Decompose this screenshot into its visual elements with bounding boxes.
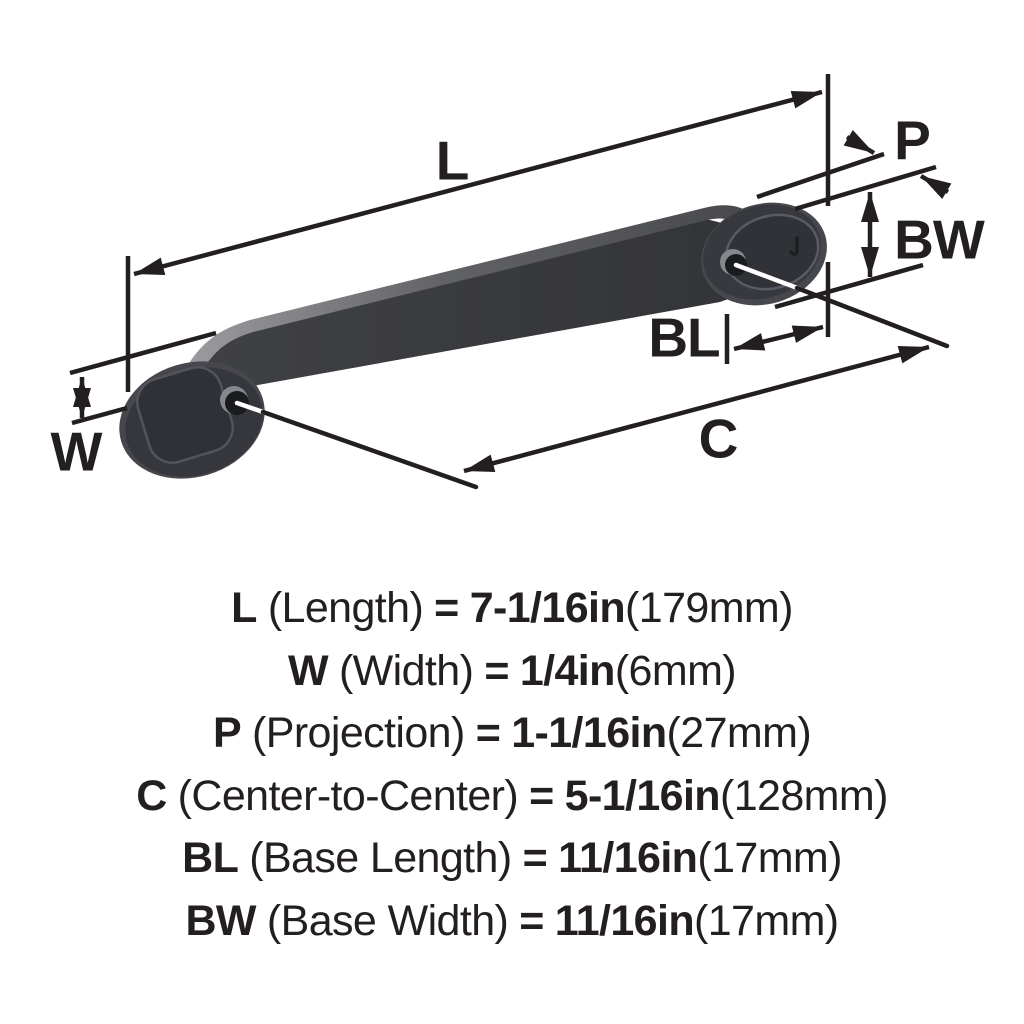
label-width: W [50,420,103,483]
legend-name: (Base Width) [266,896,509,945]
legend-abbr: L [231,584,257,632]
legend-row-width: W(Width)=1/4in(6mm) [0,640,1024,703]
legend-value: 11/16in [558,834,698,882]
equals-sign: = [529,771,554,820]
p-arrow-upper [843,129,876,155]
equals-sign: = [522,834,548,882]
legend-value: 5-1/16in [564,771,721,820]
legend-metric: (17mm) [697,834,842,882]
legend-row-length: L(Length)=7-1/16in(179mm) [0,577,1024,640]
legend-row-base-length: BL(Base Length)=11/16in(17mm) [0,827,1024,890]
legend-value: 7-1/16in [469,584,626,632]
equals-sign: = [434,584,459,632]
legend-metric: (179mm) [625,584,793,632]
equals-sign: = [475,709,501,757]
legend-abbr: BW [185,896,256,945]
label-center-to-center: C [698,407,739,470]
w-reference-line-bottom [71,405,128,426]
label-projection: P [894,109,931,172]
legend-row-center-to-center: C(Center-to-Center)=5-1/16in(128mm) [0,765,1024,828]
equals-sign: = [484,646,509,695]
legend-abbr: W [287,646,329,695]
legend-value: 11/16in [554,896,695,945]
legend-abbr: P [212,709,242,757]
left-foot [119,361,265,479]
dimension-lines [69,89,952,474]
legend-metric: (17mm) [694,896,839,945]
bw-reference-line-bottom [774,262,924,310]
legend-metric: (6mm) [614,646,737,695]
p-reference-line-lower [794,164,937,212]
legend-row-projection: P(Projection)=1-1/16in(27mm) [0,702,1024,765]
equals-sign: = [519,896,544,945]
right-hole-callout-black [794,285,950,349]
legend-name: (Base Length) [249,834,512,882]
w-reference-line-top [69,330,217,376]
label-base-length: BL [648,306,720,369]
legend-metric: (128mm) [719,771,888,820]
legend-name: (Center-to-Center) [177,771,519,820]
legend-name: (Projection) [252,709,465,757]
label-length: L [435,129,470,192]
legend-metric: (27mm) [666,709,812,757]
label-base-width: BW [894,208,985,271]
left-hole-callout-black [260,409,479,490]
legend-abbr: C [136,771,167,820]
p-reference-line-upper [756,151,885,200]
measurement-legend: L(Length)=7-1/16in(179mm) W(Width)=1/4in… [0,577,1024,952]
handle-diagram-canvas [69,74,952,490]
legend-abbr: BL [182,834,239,882]
dimension-line-BL [733,324,824,352]
legend-name: (Length) [267,584,424,632]
legend-name: (Width) [338,646,474,695]
dimension-line-L [133,89,823,277]
legend-value: 1/4in [519,646,616,695]
dimension-line-C [463,344,930,474]
legend-value: 1-1/16in [511,709,667,757]
legend-row-base-width: BW(Base Width)=11/16in(17mm) [0,890,1024,953]
p-arrow-lower [919,174,952,200]
